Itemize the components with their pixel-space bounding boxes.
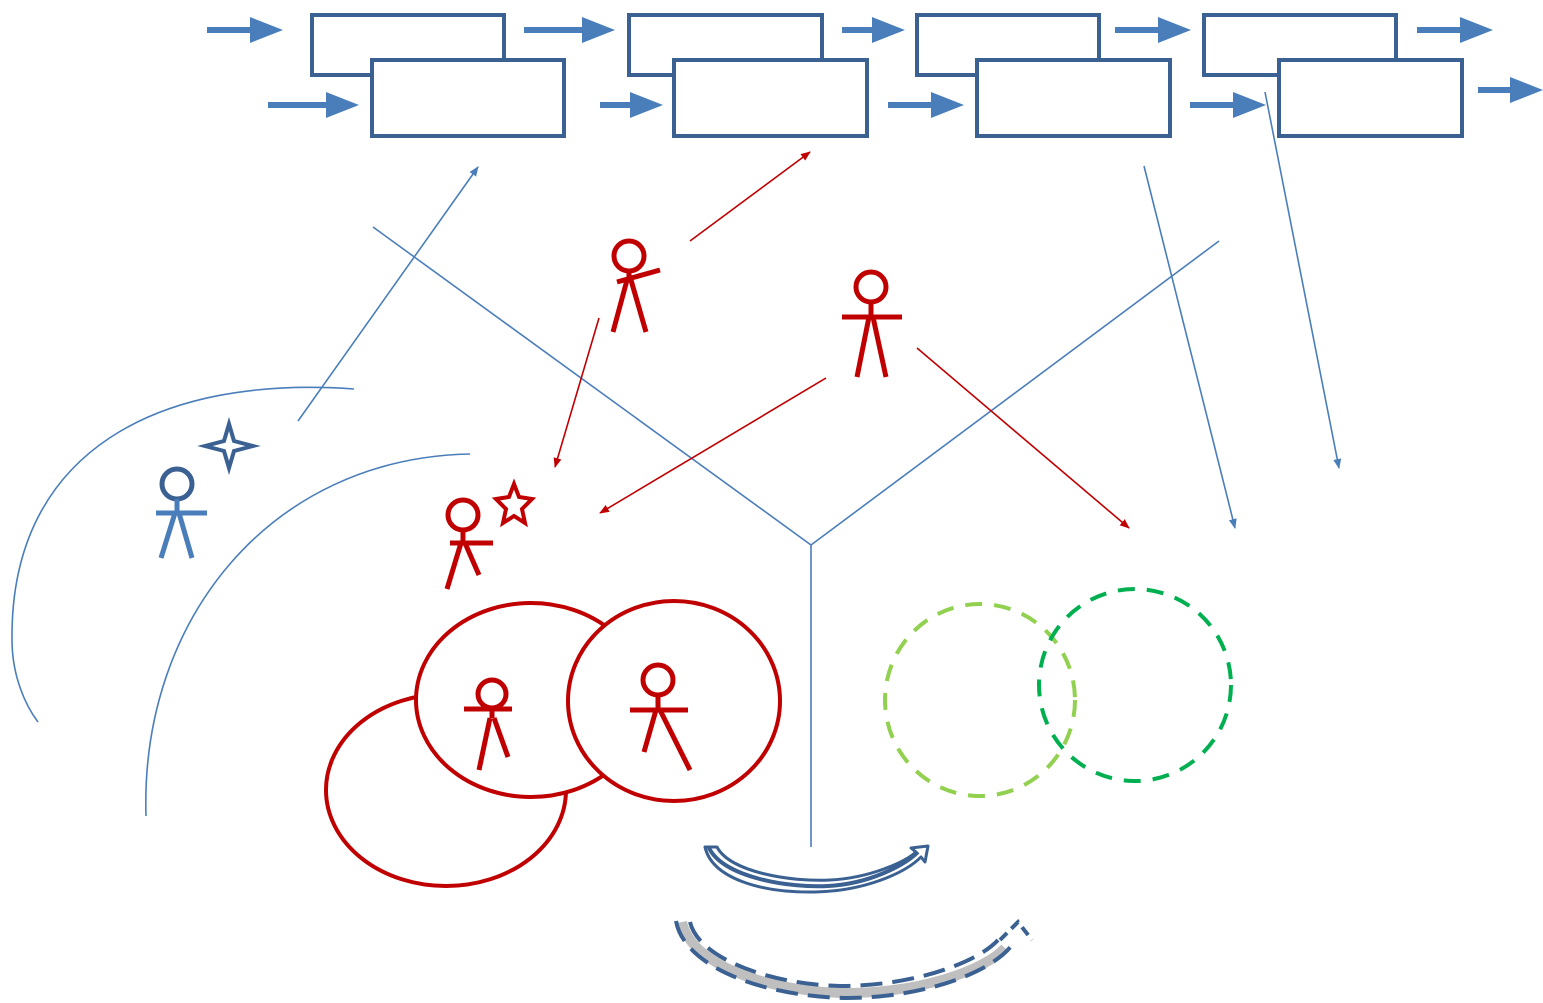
process-box: [975, 58, 1172, 138]
blue-actor: [156, 466, 207, 559]
y-left-branch: [372, 226, 812, 546]
connector-arrow: [916, 347, 1130, 529]
blue-connectors: [297, 91, 1342, 529]
flow-arrow: [1478, 77, 1543, 103]
dashed-circle-green: [1037, 587, 1233, 783]
connector-arrow: [689, 151, 811, 242]
process-box: [672, 58, 869, 138]
star-icon: [491, 478, 537, 528]
outer-arc: [11, 386, 355, 723]
flow-arrow: [268, 92, 359, 118]
red-actor-target: [444, 497, 493, 590]
red-actor-top: [610, 238, 661, 333]
flow-arrows-row-2: [268, 77, 1543, 118]
red-actor-mid: [842, 269, 902, 378]
flow-arrows-row-1: [207, 17, 1493, 43]
inner-arc: [145, 453, 471, 817]
process-box: [370, 58, 566, 138]
flow-arrow: [842, 17, 905, 43]
y-structure: [372, 226, 1220, 847]
flow-arrow: [600, 92, 663, 118]
flow-arrow: [1417, 17, 1493, 43]
connector-arrow: [599, 377, 827, 514]
red-actor-in-circle-2: [630, 662, 693, 772]
dashed-circle-light-green: [883, 602, 1077, 798]
process-box: [1277, 58, 1464, 138]
flow-arrow: [1115, 17, 1191, 43]
red-actor-in-circle-1: [464, 677, 512, 771]
flow-arrow: [888, 92, 964, 118]
connector-arrow: [1264, 91, 1342, 469]
flow-arrow: [207, 17, 283, 43]
flow-arrow: [1190, 92, 1266, 118]
group-ellipse: [566, 599, 782, 803]
boundary-arcs: [11, 386, 471, 817]
green-dashed-group: [883, 587, 1233, 798]
process-boxes: [310, 13, 1464, 138]
flow-arrow: [524, 17, 615, 43]
y-right-branch: [810, 240, 1220, 546]
four-point-star-icon: [197, 416, 261, 476]
connector-arrow: [297, 166, 479, 422]
connector-arrow: [1143, 165, 1237, 529]
red-ellipse-group: [324, 599, 782, 888]
connector-arrow: [553, 317, 600, 468]
dashed-curved-arrow: [674, 918, 1034, 1001]
solid-curved-arrow: [703, 844, 930, 894]
red-connectors: [553, 151, 1130, 529]
